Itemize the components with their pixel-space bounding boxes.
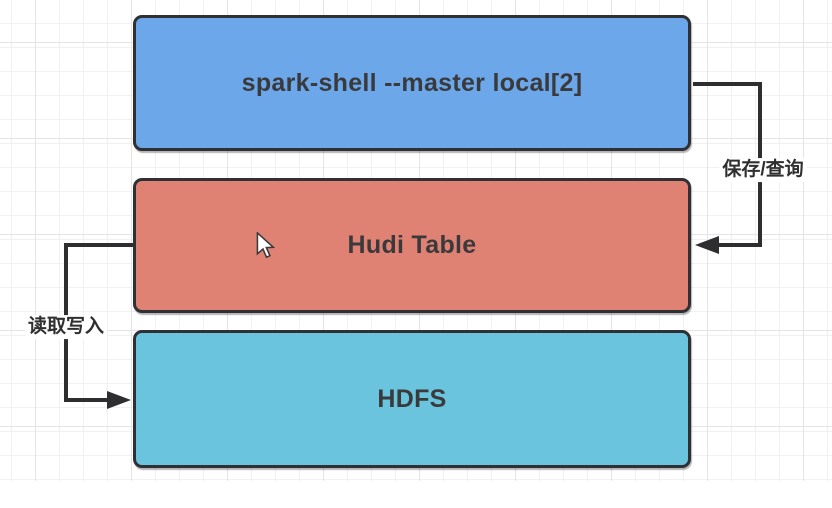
- edge-label-save-query: 保存/查询: [719, 158, 807, 182]
- node-hdfs[interactable]: HDFS: [133, 330, 691, 468]
- node-spark-shell-label: spark-shell --master local[2]: [241, 68, 583, 97]
- node-hdfs-label: HDFS: [377, 384, 447, 413]
- node-hudi-table-label: Hudi Table: [347, 231, 477, 259]
- node-hudi-table[interactable]: Hudi Table: [133, 178, 691, 313]
- node-spark-shell[interactable]: spark-shell --master local[2]: [133, 15, 691, 151]
- edge-label-read-write: 读取写入: [24, 315, 108, 339]
